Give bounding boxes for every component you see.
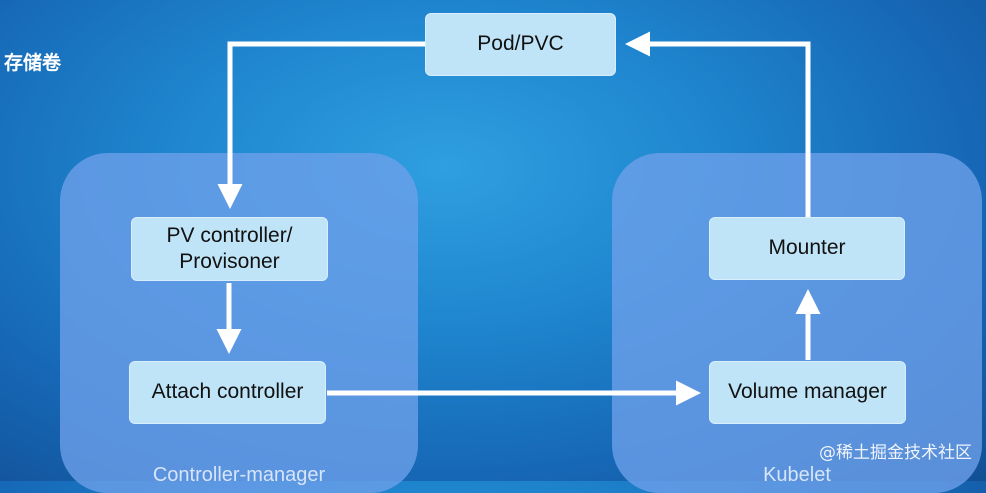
pod-pvc-label: Pod/PVC bbox=[477, 32, 564, 56]
pv-controller-label-line1: PV controller/ bbox=[166, 223, 293, 247]
attach-controller-node: Attach controller bbox=[129, 361, 326, 424]
arrow-pod-to-pv-controller bbox=[217, 41, 426, 209]
pod-pvc-node: Pod/PVC bbox=[425, 13, 616, 76]
slide-title: 存储卷 bbox=[4, 52, 62, 74]
volume-manager-node: Volume manager bbox=[709, 361, 906, 424]
pv-controller-label-line2: Provisoner bbox=[179, 250, 280, 273]
volume-manager-label: Volume manager bbox=[728, 380, 887, 404]
pv-controller-node: PV controller/ Provisoner bbox=[131, 217, 328, 281]
kubelet-group: Kubelet bbox=[612, 153, 982, 493]
arrow-mounter-to-pod bbox=[625, 31, 811, 217]
attach-controller-label: Attach controller bbox=[151, 380, 304, 404]
mounter-label: Mounter bbox=[768, 236, 846, 260]
controller-manager-group: Controller-manager bbox=[60, 153, 418, 493]
mounter-node: Mounter bbox=[709, 217, 905, 280]
flow-arrows bbox=[216, 31, 821, 406]
watermark: @稀土掘金技术社区 bbox=[819, 443, 972, 463]
